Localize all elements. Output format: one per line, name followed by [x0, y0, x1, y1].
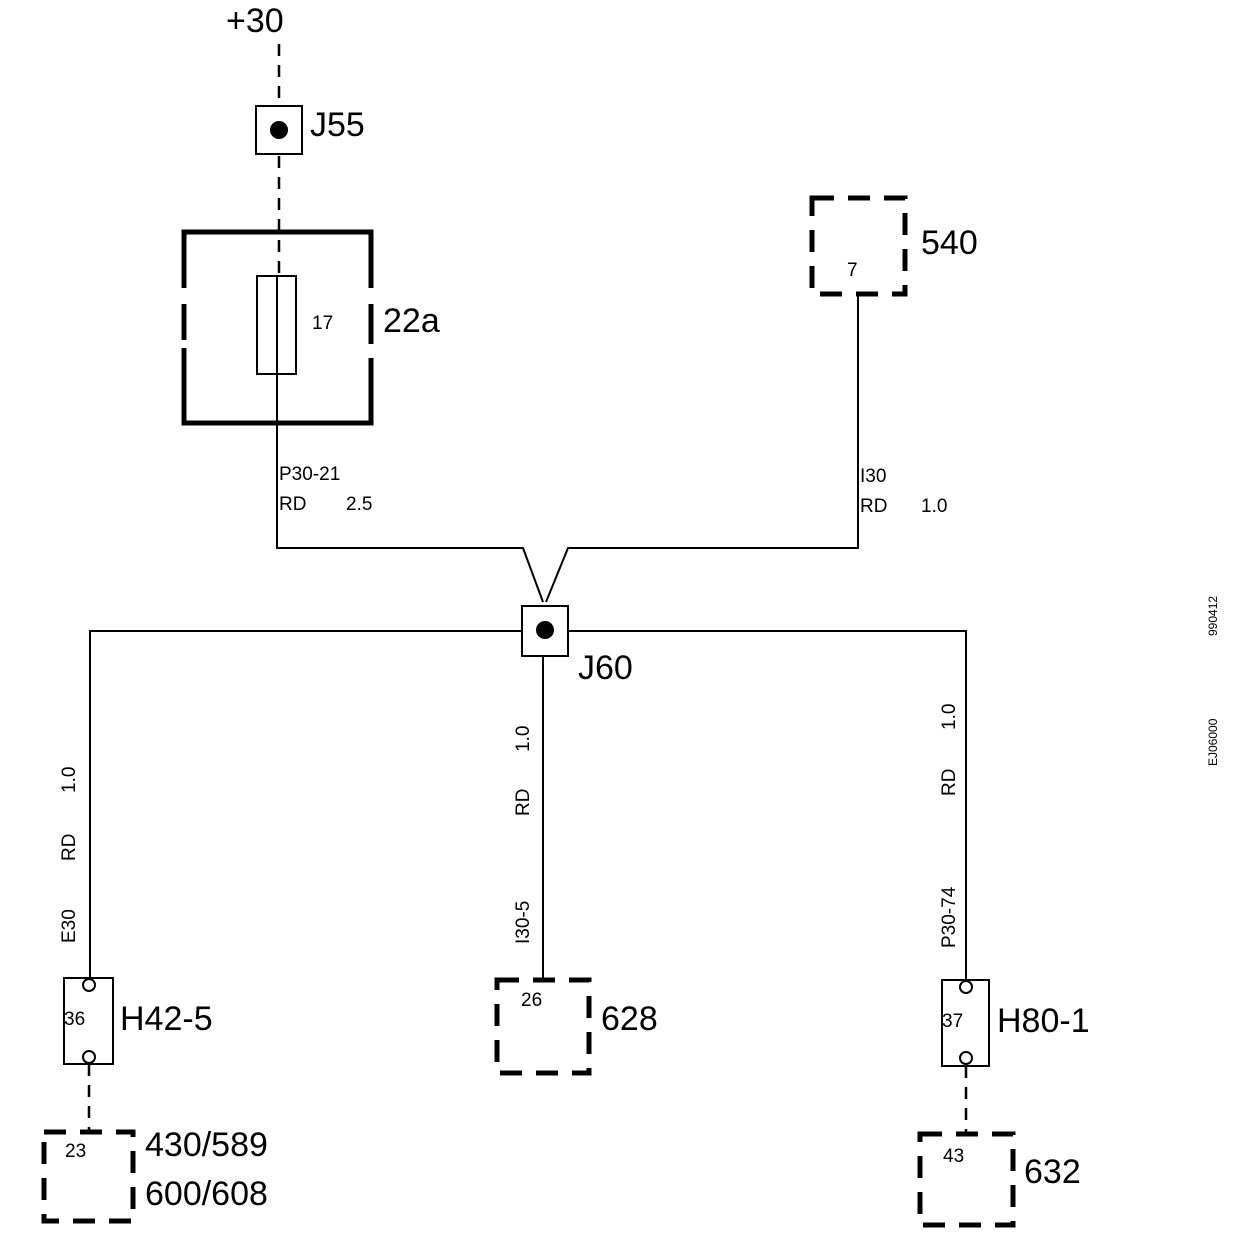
wire-e30-color: RD	[59, 834, 80, 861]
fuse-block-22a-outline	[181, 229, 374, 426]
component-628-pin: 26	[521, 990, 542, 1011]
connector-h80-1-label: H80-1	[997, 1002, 1090, 1040]
bus-wire-right	[545, 630, 967, 980]
component-430-label-line1: 430/589	[145, 1126, 268, 1164]
side-date-code: 990412	[1206, 596, 1220, 636]
component-632-label: 632	[1024, 1153, 1081, 1191]
wire-e30-size: 1.0	[59, 767, 80, 793]
wire-i30-color: RD	[860, 496, 887, 517]
connector-h80-1-top-pin	[959, 980, 973, 994]
wire-p30-21-size: 2.5	[346, 494, 372, 515]
fuse-block-label: 22a	[383, 302, 440, 340]
component-628-box	[494, 977, 592, 1076]
component-430-pin: 23	[65, 1141, 86, 1162]
wire-p30-21-color: RD	[279, 494, 306, 515]
component-632-box	[917, 1131, 1016, 1228]
supply-label: +30	[226, 2, 284, 40]
connector-h80-1-bottom-pin	[959, 1051, 973, 1065]
component-628-label: 628	[601, 1000, 658, 1038]
wire-i30	[545, 294, 859, 603]
component-632-pin: 43	[943, 1146, 964, 1167]
component-540-box	[809, 195, 908, 297]
wire-p30-21	[276, 374, 544, 603]
wire-i30-5-size: 1.0	[513, 726, 534, 752]
wire-e30-circuit: E30	[59, 909, 80, 943]
wire-i30-5-circuit: I30-5	[513, 901, 534, 944]
fuse-number: 17	[312, 313, 333, 334]
wire-p30-74-circuit: P30-74	[939, 886, 960, 948]
wire-p30-74-size: 1.0	[939, 704, 960, 730]
wire-i30-circuit: I30	[860, 466, 886, 487]
junction-j60-dot	[536, 621, 554, 639]
wire-p30-21-circuit: P30-21	[279, 464, 340, 485]
connector-h80-1-pin: 37	[942, 1011, 963, 1032]
component-540-label: 540	[921, 224, 978, 262]
bus-wire-left	[89, 630, 545, 978]
wire-i30-size: 1.0	[921, 496, 947, 517]
component-430-label-line2: 600/608	[145, 1175, 268, 1213]
side-doc-id: EJ06000	[1206, 718, 1220, 766]
connector-h42-5-label: H42-5	[120, 1000, 213, 1038]
connector-h42-5-top-pin	[82, 978, 96, 992]
connector-h42-5-pin: 36	[64, 1009, 85, 1030]
component-540-pin: 7	[847, 260, 858, 281]
wire-i30-5-color: RD	[513, 789, 534, 816]
junction-j55-label: J55	[310, 106, 365, 144]
component-430-box	[41, 1129, 136, 1224]
connector-h42-5-box	[63, 977, 114, 1065]
connector-h42-5-bottom-pin	[82, 1050, 96, 1064]
junction-j60-label: J60	[578, 649, 633, 687]
wire-p30-74-color: RD	[939, 769, 960, 796]
junction-j55-dot	[270, 121, 288, 139]
